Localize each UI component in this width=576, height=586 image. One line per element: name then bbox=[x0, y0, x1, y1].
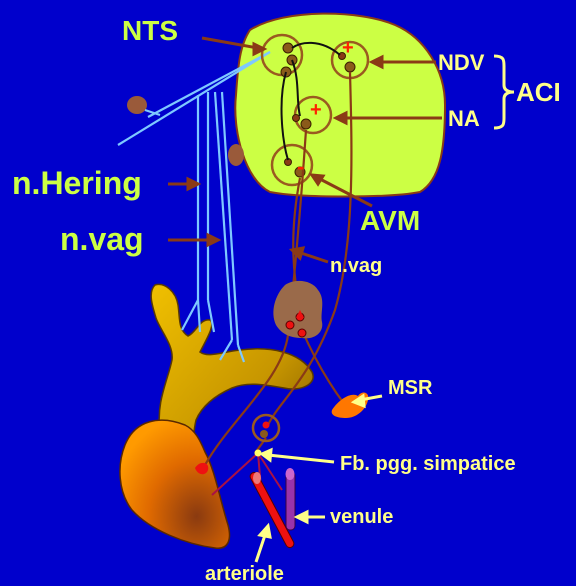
venule-vessel bbox=[286, 472, 295, 530]
ganglion-neuron-brown bbox=[260, 430, 268, 438]
ndv-sign: + bbox=[342, 37, 354, 59]
heart bbox=[120, 420, 230, 548]
fibre-junction bbox=[255, 450, 262, 457]
label-ndv: NDV bbox=[438, 50, 485, 75]
label-n-hering: n.Hering bbox=[12, 165, 142, 201]
label-venule: venule bbox=[330, 506, 393, 528]
arteriole-tip bbox=[253, 472, 261, 484]
label-aci: ACI bbox=[516, 77, 561, 107]
aci-brace bbox=[494, 56, 514, 128]
label-msr: MSR bbox=[388, 377, 433, 399]
spinal-sympathetic-region bbox=[273, 281, 322, 338]
label-na: NA bbox=[448, 106, 480, 131]
label-avm: AVM bbox=[360, 205, 420, 236]
label-fb-pgg: Fb. pgg. simpatice bbox=[340, 453, 516, 475]
label-n-vag-left: n.vag bbox=[60, 221, 144, 257]
label-nts: NTS bbox=[122, 15, 178, 46]
venule-tip bbox=[286, 468, 295, 480]
label-n-vag-right: n.vag bbox=[330, 255, 382, 277]
label-arteriole: arteriole bbox=[205, 563, 284, 585]
ganglion-neuron-red bbox=[263, 422, 270, 429]
na-sign: + bbox=[310, 99, 322, 121]
avm-sign: - bbox=[297, 154, 304, 179]
